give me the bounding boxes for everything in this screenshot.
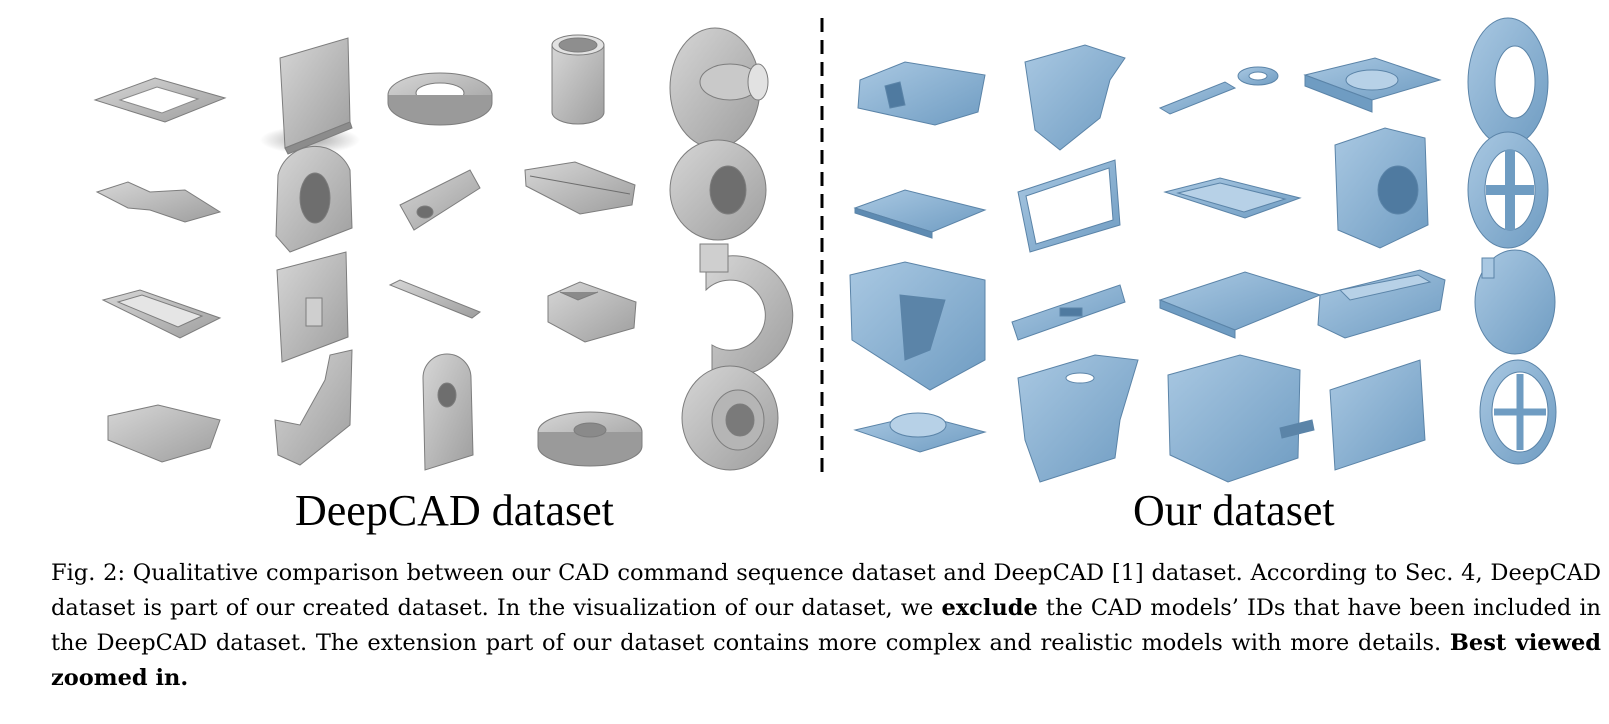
cad-model: [857, 61, 986, 126]
cad-model: [101, 289, 222, 339]
cad-model: [1479, 359, 1557, 465]
cad-model: [849, 261, 986, 391]
cad-model: [1467, 17, 1549, 147]
cad-model: [93, 77, 227, 123]
cad-model: [1017, 354, 1139, 483]
cad-model: [260, 37, 360, 155]
caption-text: Fig. 2: Qualitative comparison between o…: [51, 560, 1601, 621]
cad-model: [1163, 177, 1302, 219]
cad-model: [1024, 44, 1126, 151]
cad-model: [1334, 127, 1429, 249]
cad-model: [669, 139, 767, 241]
cad-model: [1329, 359, 1426, 471]
cad-model: [275, 145, 353, 253]
cad-model: [681, 365, 779, 471]
cad-model: [276, 251, 349, 363]
figure-caption: Fig. 2: Qualitative comparison between o…: [51, 556, 1601, 696]
cad-model: [107, 404, 221, 463]
cad-model: [1317, 269, 1446, 339]
caption-text-middle: the CAD models’ IDs that have been inclu…: [51, 595, 1601, 656]
cad-model: [547, 281, 637, 343]
cad-model: [853, 189, 987, 239]
cad-model: [274, 349, 353, 466]
cad-model: [1158, 66, 1279, 115]
cad-model: [551, 34, 605, 125]
cad-model: [524, 161, 636, 215]
cad-model: [95, 181, 222, 223]
cad-model: [699, 243, 794, 377]
our-dataset-panel-label: Our dataset: [1133, 486, 1335, 535]
cad-model: [1017, 159, 1121, 253]
cad-model: [1011, 284, 1126, 341]
cad-model: [1467, 131, 1549, 249]
cad-model: [1167, 354, 1315, 483]
caption-emphasis: exclude: [941, 595, 1038, 621]
our-dataset-panel: [849, 17, 1557, 483]
cad-model: [1303, 57, 1442, 113]
cad-model: [388, 279, 482, 319]
cad-model: [1474, 249, 1556, 355]
cad-model: [399, 169, 481, 231]
deepcad-panel: [93, 27, 794, 471]
cad-model: [1158, 271, 1322, 339]
cad-model: [537, 411, 643, 467]
cad-model: [853, 412, 987, 453]
deepcad-panel-label: DeepCAD dataset: [295, 486, 614, 535]
cad-model: [387, 72, 493, 126]
cad-model: [422, 353, 474, 471]
caption-emphasis-end: Best viewed zoomed in.: [51, 630, 1602, 691]
figure-image: [93, 17, 1557, 483]
cad-model: [669, 27, 769, 149]
